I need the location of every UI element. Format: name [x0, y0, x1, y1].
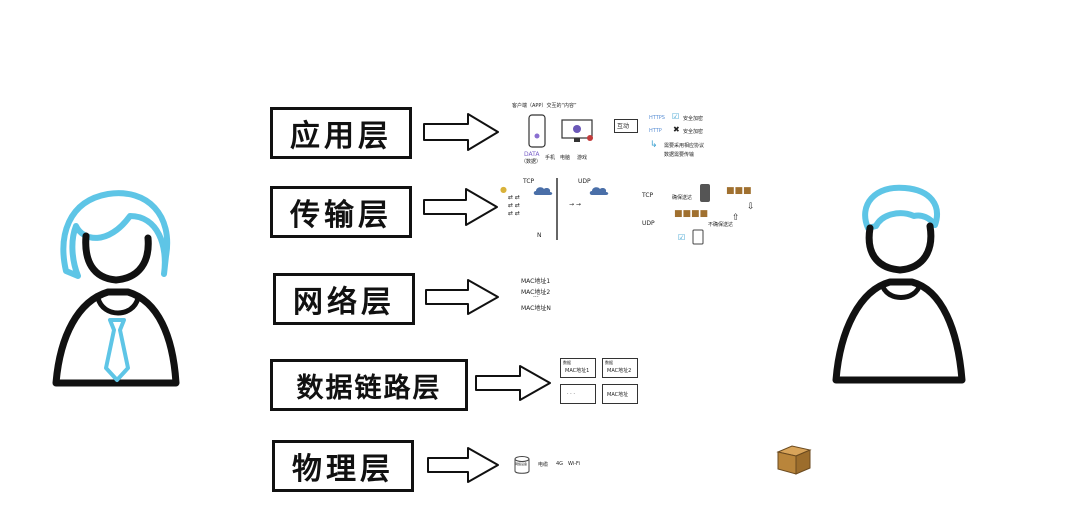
http-result: 安全加密 [683, 129, 704, 135]
arrow-down-icon: ⇩ [747, 202, 755, 212]
app-caption: 客户端（APP）交互的“内容” [512, 103, 577, 109]
https-result: 安全加密 [683, 116, 704, 122]
physical-cable: 电缆 [538, 462, 549, 468]
cloud-icon [589, 187, 609, 195]
arrow-transport [423, 188, 498, 226]
frame-box: MAC地址 [602, 384, 638, 404]
arrow-network [425, 279, 499, 315]
body-outline [832, 278, 966, 384]
transport-tcp-label: TCP [523, 178, 535, 185]
https-label: HTTPS [649, 115, 665, 121]
check-icon: ☑ [678, 233, 686, 242]
http-label: HTTP [649, 128, 662, 134]
tablet-icon [692, 229, 704, 245]
hair-outline [60, 190, 171, 279]
arrow-datalink [475, 365, 551, 401]
male-user-figure [832, 184, 966, 384]
network-mac-1: MAC地址1 [521, 278, 551, 285]
physical-device: 网络设备 [515, 462, 528, 466]
arrow-application [423, 113, 499, 151]
database-icon [514, 456, 530, 474]
layer-box-transport[interactable]: 传输层 [270, 186, 412, 238]
frame-mac: MAC地址1 [565, 368, 590, 374]
layer-label: 网络层 [293, 285, 395, 320]
transport-n-label: N [537, 232, 542, 239]
physical-wifi: Wi-Fi [568, 461, 580, 467]
transport-udp-label: UDP [578, 178, 591, 185]
hair-outline [862, 184, 940, 231]
transport-right-tcp: TCP [642, 192, 654, 199]
cloud-icon [533, 187, 553, 195]
network-mac-n: MAC地址N [521, 305, 551, 312]
layer-box-physical[interactable]: 物理层 [272, 440, 414, 492]
layer-label: 数据链路层 [296, 372, 442, 404]
udp-note: 不确保送达 [708, 222, 734, 228]
layer-label: 物理层 [292, 452, 394, 487]
app-note-1: 需要采用相应协议 [664, 143, 705, 149]
frame-box: 数据 MAC地址1 [560, 358, 596, 378]
frame-mac: · · · [567, 391, 575, 397]
arrow-up-icon: ⇧ [732, 213, 740, 223]
collar [95, 297, 141, 316]
physical-4g: 4G [556, 461, 564, 467]
https-check-icon: ☑ [672, 112, 680, 121]
layer-box-network[interactable]: 网络层 [273, 273, 415, 325]
data-label: DATA [524, 151, 540, 158]
frame-box: 数据 MAC地址2 [602, 358, 638, 378]
face-outline [82, 232, 152, 284]
female-user-figure [52, 190, 180, 387]
layer-label: 传输层 [290, 198, 392, 233]
network-mac-ellipsis: ··· [533, 294, 539, 301]
layer-box-application[interactable]: 应用层 [270, 107, 412, 159]
body-outline [52, 288, 180, 387]
icon-row-pc: 电脑 [560, 155, 571, 161]
face-outline [865, 222, 935, 274]
monitor-icon [561, 119, 593, 142]
layer-label: 应用层 [290, 119, 392, 154]
frame-mac: MAC地址 [607, 392, 629, 398]
icon-row-phone: 手机 [545, 155, 556, 161]
layer-box-datalink[interactable]: 数据链路层 [270, 359, 468, 411]
arrow-physical [427, 447, 499, 483]
frame-mac: MAC地址2 [607, 368, 632, 374]
icon-row-game: 游戏 [577, 155, 588, 161]
package-stack-icon: ■■■■ [674, 209, 709, 219]
curve-arrow-icon: ↳ [650, 140, 658, 150]
udp-flow-line: → → [569, 201, 581, 208]
package-stack-icon: ■■■ [726, 186, 752, 196]
interaction-box [614, 119, 638, 133]
device-icon [700, 184, 710, 202]
phone-icon [528, 114, 546, 148]
collar [879, 283, 923, 300]
lightbulb-icon: ● [500, 185, 507, 194]
interaction-label: 互动 [617, 123, 630, 130]
frame-head: 数据 [563, 360, 571, 365]
transport-right-udp: UDP [642, 220, 655, 227]
app-note-2: 数据需要传输 [664, 152, 695, 158]
package-box-icon[interactable] [776, 445, 812, 475]
http-cross-icon: ✖ [673, 125, 680, 134]
data-sub-label: （数据） [521, 159, 542, 165]
tcp-note: 确保送达 [672, 195, 693, 201]
network-mac-2: MAC地址2 [521, 289, 551, 296]
tie [104, 318, 130, 382]
tcp-flow-lines: ⇄ ⇄⇄ ⇄⇄ ⇄ [508, 194, 520, 217]
frame-head: 数据 [605, 360, 613, 365]
frame-box: · · · [560, 384, 596, 404]
